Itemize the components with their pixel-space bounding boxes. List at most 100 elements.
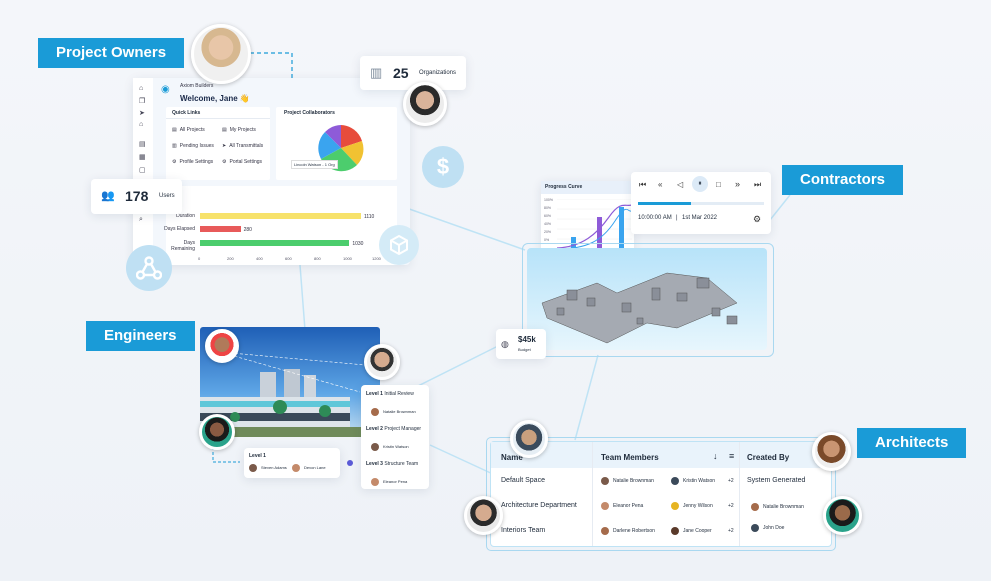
network-icon bbox=[126, 245, 172, 291]
calendar-icon[interactable]: ▦ bbox=[139, 154, 146, 161]
x-tick-label: 200 bbox=[227, 256, 234, 261]
row-member: Natalie Brownman bbox=[601, 477, 654, 485]
table-header bbox=[491, 442, 831, 468]
x-tick-label: 600 bbox=[285, 256, 292, 261]
workflow-level-3: Level 3 Structure Team bbox=[366, 461, 419, 467]
stop-button[interactable]: □ bbox=[716, 180, 721, 189]
building-icon: ▥ bbox=[370, 65, 383, 80]
skip-start-button[interactable]: ⏮ bbox=[639, 180, 647, 189]
label-contractors: Contractors bbox=[782, 165, 904, 195]
sort-down-icon[interactable]: ↓ bbox=[713, 451, 718, 461]
row-created-by: Natalie Brownman bbox=[751, 503, 804, 511]
quick-link-all-transmittals[interactable]: ➤All Transmittals bbox=[222, 143, 264, 149]
column-divider bbox=[739, 442, 740, 546]
filter-icon[interactable]: ≡ bbox=[729, 451, 735, 461]
users-icon: 👥 bbox=[101, 190, 115, 202]
bar-x-axis: 0 200 400 600 800 1000 1200 bbox=[198, 256, 381, 264]
x-tick-label: 400 bbox=[256, 256, 263, 261]
row-member: Darlene Robertson bbox=[601, 527, 655, 535]
rewind-button[interactable]: « bbox=[658, 180, 663, 189]
folder-icon: ▤ bbox=[222, 127, 227, 133]
quick-link-portal-settings[interactable]: ⚙Portal Settings bbox=[222, 159, 263, 165]
row-member: Kristin Watson bbox=[671, 477, 715, 485]
home-icon[interactable]: ⌂ bbox=[139, 85, 144, 92]
progress-curve-title: Progress Curve bbox=[545, 184, 583, 190]
avatar bbox=[812, 432, 851, 471]
budget-label: Budget bbox=[518, 347, 531, 352]
row-extra-members[interactable]: +2 bbox=[728, 478, 734, 484]
model-viewport[interactable] bbox=[527, 248, 767, 350]
bar-label-duration: Duration bbox=[176, 213, 195, 219]
label-architects: Architects bbox=[857, 428, 967, 458]
row-name: Architecture Department bbox=[501, 502, 577, 509]
copy-icon[interactable]: ❐ bbox=[139, 98, 146, 105]
timeline-track[interactable] bbox=[638, 202, 764, 205]
workflow-person-2: Kristin Watson bbox=[371, 443, 409, 451]
timeline-time: 10:00:00 AM bbox=[638, 215, 672, 221]
x-tick-label: 0 bbox=[198, 256, 201, 261]
avatar bbox=[199, 414, 235, 450]
table-row[interactable]: Default Space Natalie Brownman Kristin W… bbox=[491, 468, 831, 494]
collaborators-title: Project Collaborators bbox=[284, 110, 335, 116]
x-tick-label: 1000 bbox=[343, 256, 352, 261]
row-member: Jenny Wilson bbox=[671, 502, 713, 510]
header-name[interactable]: Name bbox=[501, 453, 523, 462]
avatar bbox=[191, 24, 251, 84]
document-icon[interactable]: ▤ bbox=[139, 141, 146, 148]
timeline-player: ⏮ « ◁ ⏸ □ » ⏭ 10:00:00 AM | 1st Mar 2022… bbox=[631, 172, 771, 234]
header-team-members[interactable]: Team Members bbox=[601, 453, 659, 462]
budget-stat: ◍ $45k Budget bbox=[496, 329, 546, 359]
row-member: Jane Cooper bbox=[671, 527, 712, 535]
progress-y-axis: 100% 80% 60% 40% 20% 0% bbox=[544, 198, 553, 242]
workflow-level-2: Level 2 Project Manager bbox=[366, 426, 422, 432]
x-tick-label: 800 bbox=[314, 256, 321, 261]
fast-forward-button[interactable]: » bbox=[735, 179, 741, 189]
bar-value-days-remaining: 1030 bbox=[352, 241, 364, 247]
gear-icon[interactable]: ⚙ bbox=[753, 214, 762, 224]
pie-tooltip: Lincoln Watson - 1 Org bbox=[291, 160, 338, 169]
column-divider bbox=[592, 442, 593, 546]
table-frame-outer bbox=[486, 437, 836, 551]
search-icon[interactable]: ⌕ bbox=[139, 216, 143, 223]
organizations-count: 25 bbox=[393, 65, 409, 81]
bar-days-remaining bbox=[200, 240, 350, 246]
gear-icon: ⚙ bbox=[222, 159, 227, 165]
quick-link-profile-settings[interactable]: ⚙Profile Settings bbox=[172, 159, 214, 165]
x-tick-label: 1200 bbox=[372, 256, 381, 261]
bar-value-duration: 1110 bbox=[363, 214, 375, 220]
divider bbox=[166, 118, 270, 119]
quick-link-my-projects[interactable]: ▤My Projects bbox=[222, 127, 256, 133]
bank-icon[interactable]: ⌂ bbox=[139, 121, 144, 128]
organizations-label: Organizations bbox=[419, 70, 457, 76]
days-bar-panel: # bbox=[166, 186, 397, 265]
approval-workflow-panel: Level 1 Initial Review Natalie Brownman … bbox=[361, 385, 429, 489]
assignee-1: Steven Adams bbox=[249, 464, 287, 472]
row-extra-members[interactable]: +2 bbox=[728, 528, 734, 534]
send-icon: ➤ bbox=[222, 143, 227, 149]
users-label: Users bbox=[159, 193, 175, 199]
timeline-progress bbox=[638, 202, 691, 205]
send-icon[interactable]: ➤ bbox=[139, 110, 145, 117]
clipboard-icon[interactable]: ▢ bbox=[139, 167, 146, 174]
users-stat: 👥 178 Users bbox=[91, 179, 182, 214]
skip-end-button[interactable]: ⏭ bbox=[754, 180, 762, 189]
progress-curve-card: Progress Curve 100% 80% 60% 40% 20% 0% J… bbox=[541, 181, 634, 261]
days-bar-chart: Duration Days Elapsed Days Remaining 111… bbox=[163, 205, 393, 265]
step-back-button[interactable]: ◁ bbox=[677, 180, 684, 189]
row-extra-members[interactable]: +2 bbox=[728, 503, 734, 509]
quick-links-panel: Quick Links ▤All Projects ▤My Projects ▥… bbox=[166, 107, 270, 180]
table-row[interactable]: Interiors Team Darlene Robertson Jane Co… bbox=[491, 520, 831, 546]
workflow-level-1: Level 1 Initial Review bbox=[366, 391, 414, 397]
team-spaces-table: Name Team Members ↓ ≡ Created By Default… bbox=[490, 441, 832, 547]
header-created-by[interactable]: Created By bbox=[747, 453, 790, 462]
user-settings-icon: ⚙ bbox=[172, 159, 177, 165]
quick-link-pending-issues[interactable]: ▥Pending Issues bbox=[172, 143, 214, 149]
progress-title-bar bbox=[541, 181, 634, 194]
table-row[interactable]: Architecture Department Eleanor Pena Jen… bbox=[491, 494, 831, 520]
budget-value: $45k bbox=[518, 335, 536, 344]
avatar bbox=[205, 329, 239, 363]
quick-link-all-projects[interactable]: ▤All Projects bbox=[172, 127, 205, 133]
building-3d-model bbox=[541, 272, 738, 344]
pause-button[interactable]: ⏸ bbox=[692, 176, 708, 192]
workflow-person-1: Natalie Brownman bbox=[371, 408, 416, 416]
